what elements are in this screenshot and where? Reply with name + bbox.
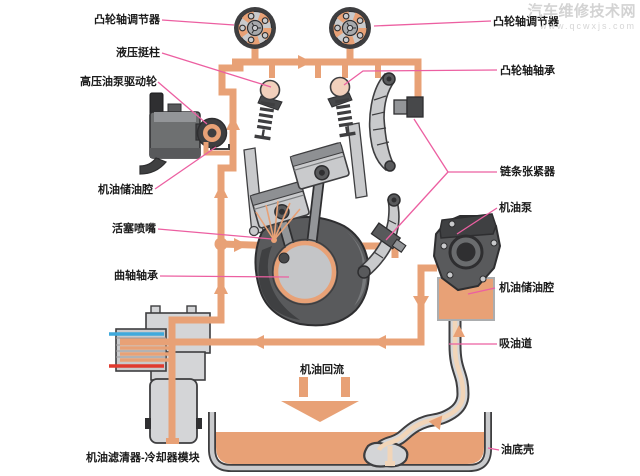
label-oil-pan: 油底壳 <box>501 444 534 456</box>
label-crankshaft-bearing: 曲轴轴承 <box>114 270 158 282</box>
label-camshaft-adjuster-left: 凸轮轴调节器 <box>94 14 160 26</box>
label-oil-return: 机油回流 <box>300 364 344 376</box>
label-camshaft-bearing: 凸轮轴轴承 <box>500 65 555 77</box>
label-camshaft-adjuster-right: 凸轮轴调节器 <box>493 16 559 28</box>
oil-cooler-heat-exchanger <box>109 328 167 372</box>
label-oil-reservoir-right: 机油储油腔 <box>499 282 554 294</box>
high-pressure-pump <box>139 92 236 175</box>
camshaft-adjuster-right-gear <box>329 7 371 49</box>
label-piston-nozzle: 活塞喷嘴 <box>112 223 156 235</box>
oil-suction-pipe <box>363 312 470 468</box>
oil-filter-cooler-module <box>109 305 211 444</box>
label-oil-suction-duct: 吸油道 <box>499 338 532 350</box>
oil-flow-arrows <box>214 55 429 349</box>
label-oil-filter-cooler-module: 机油滤清器-冷却器模块 <box>86 452 200 464</box>
pump-oil-reservoir-tray <box>203 142 236 156</box>
oil-pump-assembly <box>432 213 502 321</box>
label-oil-reservoir-left: 机油储油腔 <box>98 184 153 196</box>
label-hp-pump-drive-wheel: 高压油泵驱动轮 <box>80 76 157 88</box>
upper-tensioner-piston <box>393 99 408 115</box>
hydraulic-tappet-left <box>252 78 284 141</box>
label-chain-tensioner: 链条张紧器 <box>500 166 555 178</box>
lower-tensioner-piston <box>370 222 407 253</box>
crankshaft-bearing-oil-ring <box>273 240 337 304</box>
oil-pan <box>208 412 492 472</box>
oil-return-arrow <box>281 377 359 422</box>
piston-upper <box>289 141 351 191</box>
label-leader-lines <box>154 19 500 451</box>
oil-pan-oil <box>216 432 484 464</box>
camshaft-adjuster-left-gear <box>234 7 276 49</box>
piston-nozzle-part <box>271 237 277 243</box>
label-hydraulic-tappet: 液压挺柱 <box>116 47 160 59</box>
label-oil-pump: 机油泵 <box>499 202 532 214</box>
engine-block-internals <box>243 122 370 327</box>
piston-nozzle-spray <box>255 200 301 241</box>
chain-tensioner-assembly <box>357 72 424 279</box>
